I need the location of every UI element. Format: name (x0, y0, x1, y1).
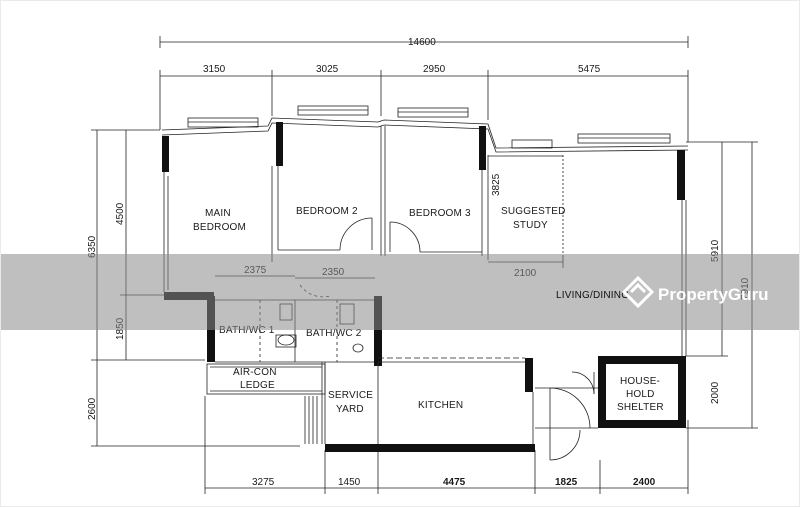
room-kitchen: KITCHEN (418, 400, 463, 411)
dim-bottom-1: 3275 (252, 477, 275, 488)
room-bath-wc-2: BATH/WC 2 (306, 328, 362, 339)
dim-bottom-3: 4475 (443, 477, 466, 488)
dim-top-1: 3150 (203, 64, 226, 75)
dim-left-2: 4500 (115, 202, 126, 225)
dim-top-4: 5475 (578, 64, 601, 75)
dim-top-2: 3025 (316, 64, 339, 75)
dim-left-4: 2600 (87, 397, 98, 420)
room-bedroom-3: BEDROOM 3 (409, 208, 471, 219)
room-labels: MAIN BEDROOM BEDROOM 2 BEDROOM 3 SUGGEST… (193, 206, 664, 415)
room-aircon-ledge-line2: LEDGE (240, 380, 275, 391)
dim-right-1: 5910 (710, 239, 721, 262)
dim-bottom-5: 2400 (633, 477, 656, 488)
dim-left-1: 6350 (87, 235, 98, 258)
dim-right-3: 2000 (710, 381, 721, 404)
dim-top-3: 2950 (423, 64, 446, 75)
room-shelter-line1: HOUSE- (620, 376, 660, 387)
room-service-yard-line1: SERVICE (328, 390, 373, 401)
room-study-line2: STUDY (513, 220, 548, 231)
dim-bottom-4: 1825 (555, 477, 578, 488)
dim-overall-width: 14600 (408, 37, 436, 48)
room-bedroom-2: BEDROOM 2 (296, 206, 358, 217)
room-main-bedroom-line2: BEDROOM (193, 222, 246, 233)
room-main-bedroom-line1: MAIN (205, 208, 231, 219)
room-shelter-line2: HOLD (626, 389, 655, 400)
room-living-dining: LIVING/DINING (556, 290, 629, 301)
room-study-line1: SUGGESTED (501, 206, 566, 217)
propertyguru-logo-icon (621, 275, 655, 309)
dim-bottom-2: 1450 (338, 477, 361, 488)
watermark: LIVING/DINING PropertyGuru (0, 254, 800, 330)
watermark-band (0, 254, 800, 330)
dim-study-height: 3825 (491, 173, 502, 196)
windows (161, 105, 689, 153)
room-aircon-ledge-line1: AIR-CON (233, 367, 277, 378)
watermark-brand: PropertyGuru (658, 285, 769, 304)
room-shelter-line3: SHELTER (617, 402, 664, 413)
room-bath-wc-1: BATH/WC 1 (219, 325, 275, 336)
room-service-yard-line2: YARD (336, 404, 364, 415)
